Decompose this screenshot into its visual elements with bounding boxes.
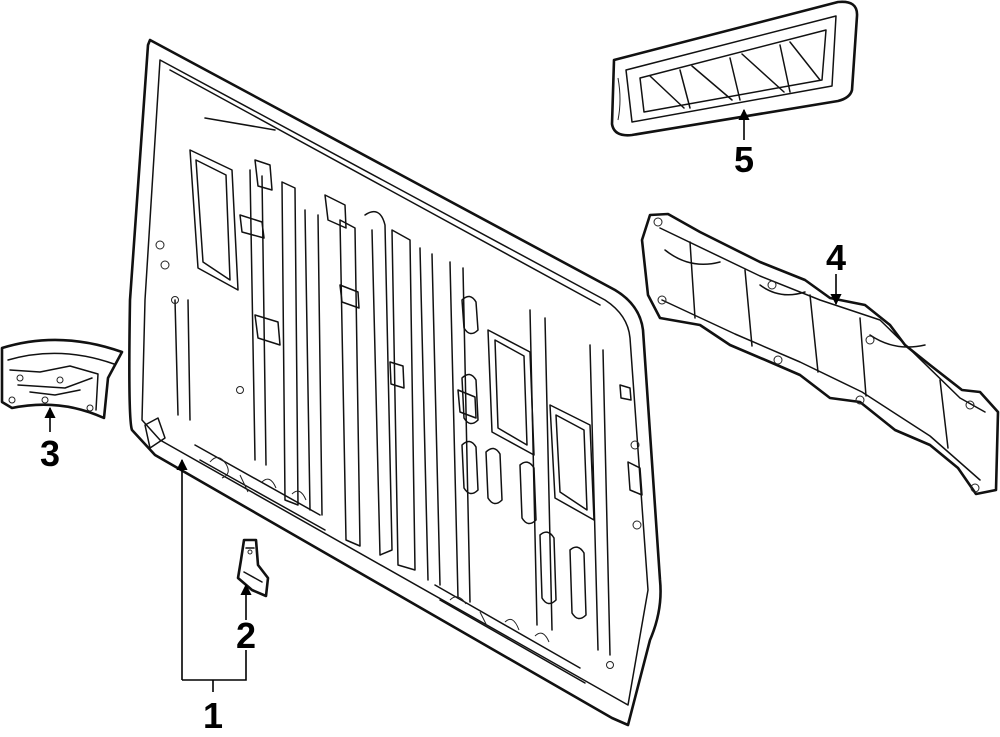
vent-register-part[interactable] <box>610 0 859 137</box>
leader-1 <box>176 458 247 692</box>
callout-4: 4 <box>826 237 846 278</box>
callout-1: 1 <box>203 695 223 736</box>
back-panel-part[interactable] <box>128 38 662 727</box>
corner-bracket-part[interactable] <box>0 338 124 420</box>
callout-2: 2 <box>236 615 256 656</box>
reinforcement-bar-part[interactable] <box>640 212 1000 496</box>
callout-5: 5 <box>734 139 754 180</box>
clip-part[interactable] <box>236 538 270 598</box>
callout-3: 3 <box>40 433 60 474</box>
